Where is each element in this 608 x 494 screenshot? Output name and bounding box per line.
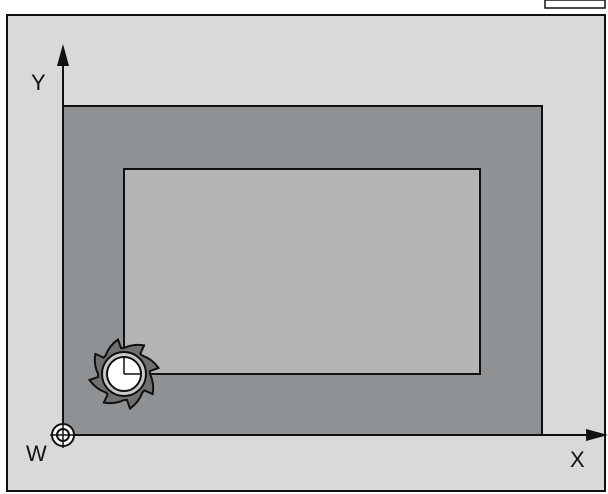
origin-label: W <box>26 441 47 466</box>
corner-tab <box>544 0 606 9</box>
y-axis-arrow-icon <box>57 44 69 66</box>
y-axis <box>57 44 69 445</box>
x-axis-arrow-icon <box>586 429 608 441</box>
y-axis-label: Y <box>31 70 46 95</box>
x-axis <box>55 429 608 441</box>
x-axis-label: X <box>570 447 585 472</box>
milling-cutter-icon <box>87 337 161 411</box>
workpiece-origin-icon <box>50 422 76 448</box>
pocket-inner-rect <box>123 168 481 375</box>
